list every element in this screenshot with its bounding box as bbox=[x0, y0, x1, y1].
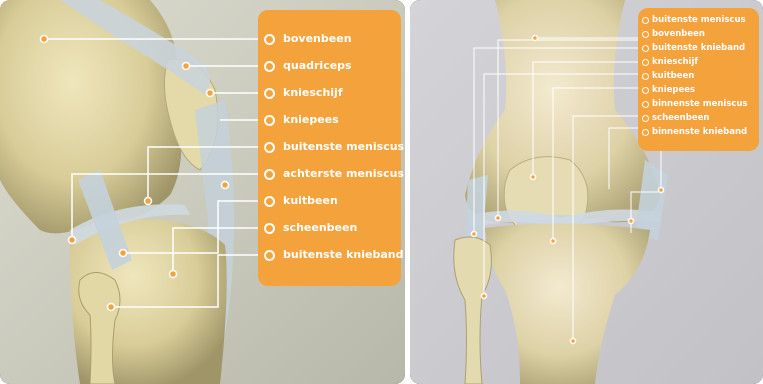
label-bovenbeen: bovenbeen bbox=[283, 32, 352, 46]
label-kniepees: kniepees bbox=[652, 85, 695, 96]
label-scheenbeen: scheenbeen bbox=[283, 221, 357, 235]
label-bovenbeen: bovenbeen bbox=[652, 29, 705, 40]
label-dot bbox=[642, 87, 649, 94]
label-buitenste-meniscus: buitenste meniscus bbox=[283, 140, 404, 154]
label-achterste-meniscus: achterste meniscus bbox=[283, 167, 404, 181]
label-dot bbox=[264, 61, 275, 72]
label-dot bbox=[264, 88, 275, 99]
label-buitenste-meniscus: buitenste meniscus bbox=[652, 15, 746, 26]
label-buitenste-knieband: buitenste knieband bbox=[283, 248, 404, 262]
label-knieschijf: knieschijf bbox=[283, 86, 343, 100]
label-dot bbox=[642, 115, 649, 122]
label-knieschijf: knieschijf bbox=[652, 57, 698, 68]
label-dot bbox=[642, 31, 649, 38]
label-dot bbox=[264, 223, 275, 234]
label-buitenste-knieband: buitenste knieband bbox=[652, 43, 745, 54]
label-quadriceps: quadriceps bbox=[283, 59, 352, 73]
label-binnenste-knieband: binnenste knieband bbox=[652, 127, 747, 138]
label-dot bbox=[264, 250, 275, 261]
side-view-panel: bovenbeen quadriceps knieschijf kniepees… bbox=[0, 0, 405, 384]
label-binnenste-meniscus: binnenste meniscus bbox=[652, 99, 748, 110]
label-dot bbox=[264, 115, 275, 126]
right-label-box: buitenste meniscus bovenbeen buitenste k… bbox=[638, 8, 759, 151]
label-dot bbox=[642, 129, 649, 136]
left-label-box: bovenbeen quadriceps knieschijf kniepees… bbox=[258, 10, 401, 286]
label-dot bbox=[264, 34, 275, 45]
label-scheenbeen: scheenbeen bbox=[652, 113, 709, 124]
front-view-panel: buitenste meniscus bovenbeen buitenste k… bbox=[410, 0, 763, 384]
label-dot bbox=[642, 73, 649, 80]
label-dot bbox=[264, 169, 275, 180]
label-dot bbox=[264, 196, 275, 207]
label-dot bbox=[642, 17, 649, 24]
label-dot bbox=[264, 142, 275, 153]
label-dot bbox=[642, 45, 649, 52]
label-kuitbeen: kuitbeen bbox=[652, 71, 694, 82]
label-dot bbox=[642, 101, 649, 108]
label-dot bbox=[642, 59, 649, 66]
label-kniepees: kniepees bbox=[283, 113, 339, 127]
label-kuitbeen: kuitbeen bbox=[283, 194, 338, 208]
